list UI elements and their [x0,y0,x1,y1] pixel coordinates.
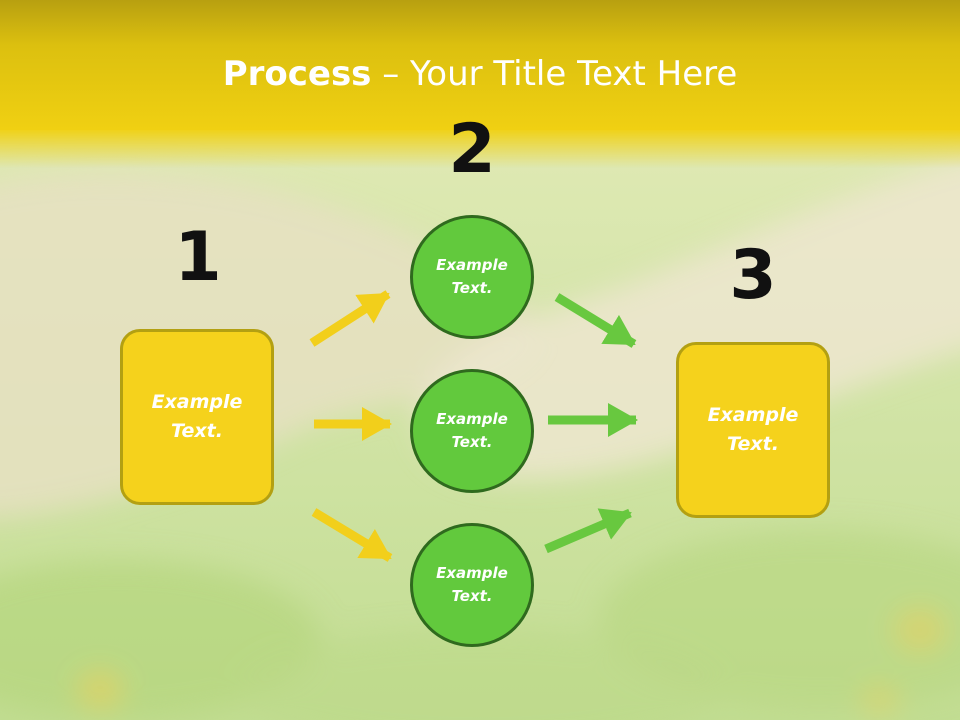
step-2-circle-bottom: Example Text. [410,523,534,647]
title-bold: Process [222,54,372,94]
step-number-3: 3 [729,236,777,315]
title-rest: – Your Title Text Here [371,54,738,94]
arrow-top-to-3 [554,293,637,348]
step-1-box: Example Text. [120,329,274,505]
arrow-1-to-top [309,290,391,347]
arrow-bottom-to-3 [544,508,632,554]
arrow-1-to-bottom [311,508,393,562]
step-2-circle-top: Example Text. [410,215,534,339]
step-number-1: 1 [174,218,222,297]
slide-title: Process – Your Title Text Here [0,52,960,96]
circle-middle-text: Example Text. [436,410,508,451]
step-3-text: Example Text. [707,404,799,455]
step-1-text: Example Text. [151,391,243,442]
step-2-circle-middle: Example Text. [410,369,534,493]
circle-bottom-text: Example Text. [436,564,508,605]
step-number-2: 2 [448,110,496,189]
circle-top-text: Example Text. [436,256,508,297]
step-3-box: Example Text. [676,342,830,518]
